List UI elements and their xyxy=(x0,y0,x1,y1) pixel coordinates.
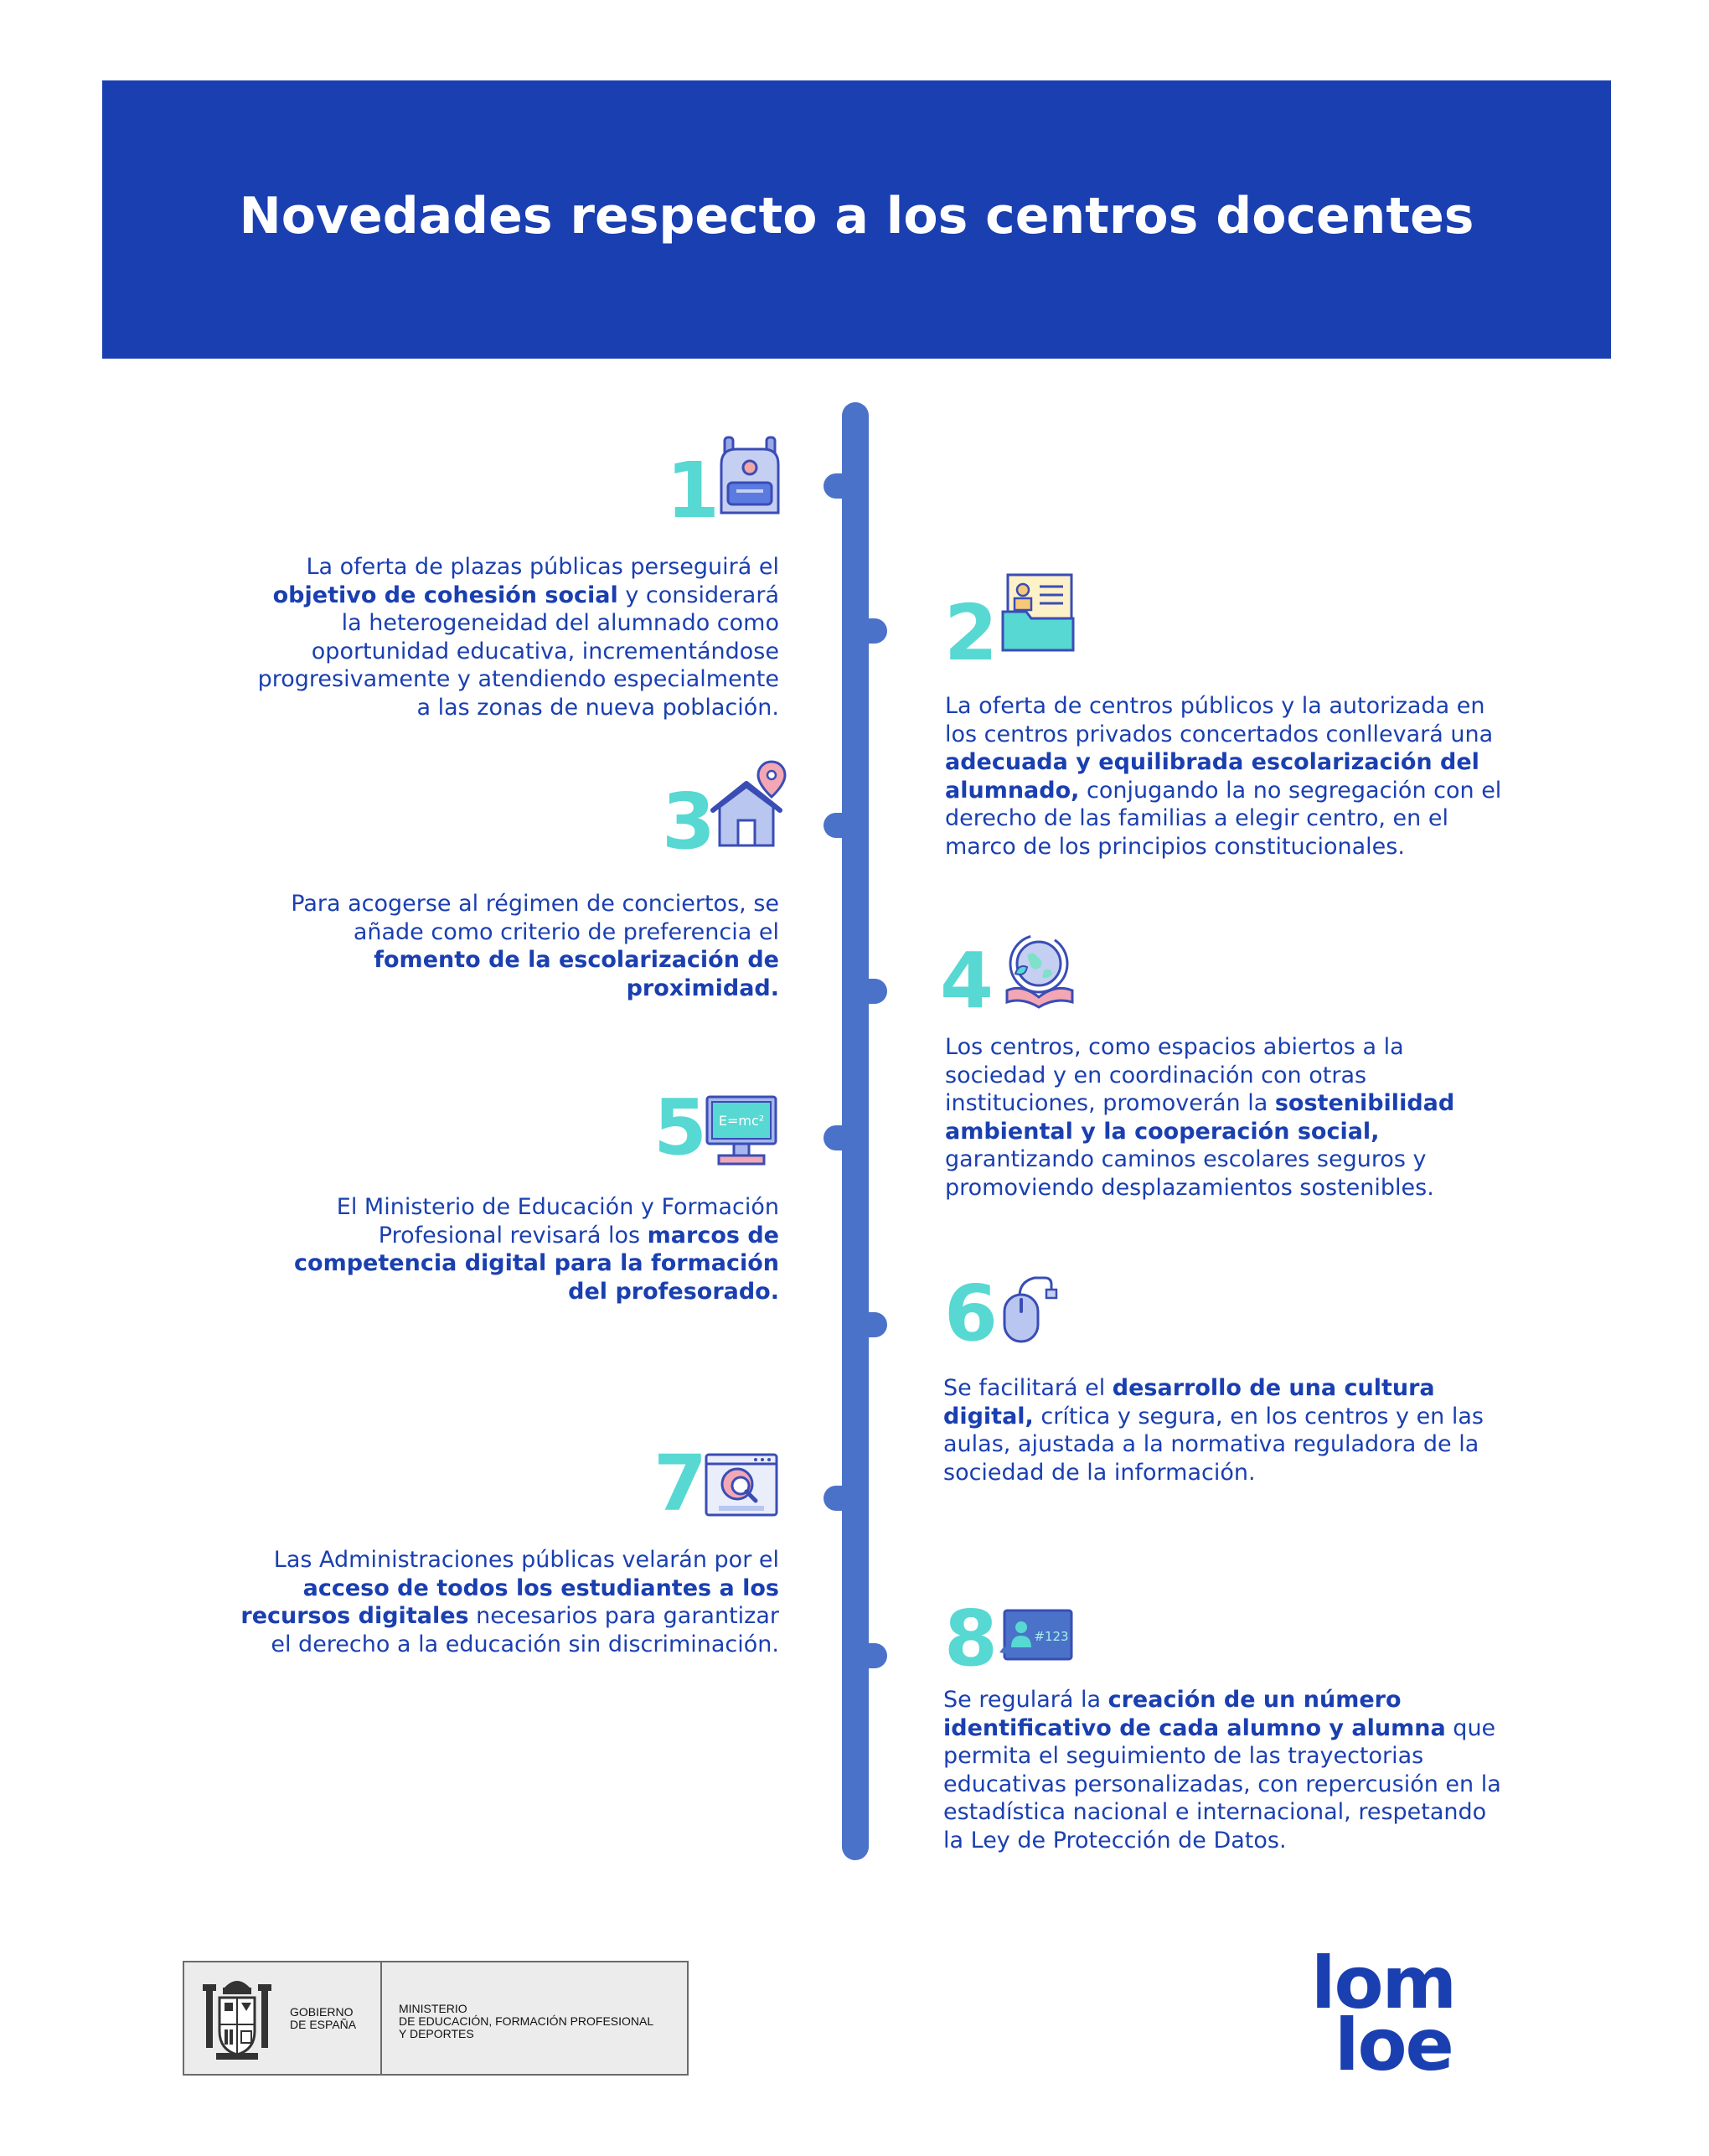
divider xyxy=(380,1962,382,2074)
badge-text: #123 xyxy=(1034,1629,1068,1644)
item-text-segment: Para acogerse al régimen de conciertos, … xyxy=(291,891,779,945)
mouse-icon xyxy=(1001,1261,1060,1347)
timeline-tick xyxy=(842,1643,887,1668)
item-text-segment: Los centros, como espacios abiertos a la… xyxy=(945,1034,1404,1116)
timeline-tick xyxy=(824,813,869,838)
house-location-icon xyxy=(708,758,792,855)
item-text: La oferta de centros públicos y la autor… xyxy=(945,692,1515,861)
government-logo-box: GOBIERNO DE ESPAÑA MINISTERIO DE EDUCACI… xyxy=(183,1961,689,2076)
item-text-highlight: marcos de competencia digital para la fo… xyxy=(294,1222,779,1305)
item-number: 4 xyxy=(940,936,994,1026)
timeline-tick xyxy=(824,1486,869,1511)
item-text-segment: y considerará la heterogeneidad del alum… xyxy=(257,582,779,721)
item-text: Se regulará la creación de un número ide… xyxy=(943,1686,1513,1854)
item-text-segment: garantizando caminos escolares seguros y… xyxy=(945,1146,1434,1201)
item-text: Para acogerse al régimen de conciertos, … xyxy=(251,890,779,1002)
item-text-highlight: acceso de todos los estudiantes a los re… xyxy=(240,1574,779,1630)
item-text: Los centros, como espacios abiertos a la… xyxy=(945,1033,1481,1202)
item-number: 3 xyxy=(662,777,716,866)
item-number: 6 xyxy=(944,1269,999,1358)
item-text-segment: crítica y segura, en los centros y en la… xyxy=(943,1403,1484,1486)
item-text-segment: La oferta de plazas públicas perseguirá … xyxy=(306,554,779,580)
globe-book-icon xyxy=(997,930,1081,1018)
timeline-tick xyxy=(824,1125,869,1150)
header-banner: Novedades respecto a los centros docente… xyxy=(102,80,1611,359)
item-text-segment: La oferta de centros públicos y la autor… xyxy=(945,693,1494,747)
user-id-badge-icon: #123 xyxy=(999,1607,1075,1672)
page-title: Novedades respecto a los centros docente… xyxy=(239,187,1474,246)
item-text-segment: que permita el seguimiento de las trayec… xyxy=(943,1714,1501,1854)
computer-formula-icon: E=mc² xyxy=(704,1094,779,1173)
item-text: Se facilitará el desarrollo de una cultu… xyxy=(943,1374,1530,1486)
item-text-segment: Se facilitará el xyxy=(943,1375,1113,1401)
item-text-highlight: objetivo de cohesión social xyxy=(272,582,618,608)
item-text: Las Administraciones públicas velarán po… xyxy=(235,1546,779,1658)
item-text-highlight: desarrollo de una cultura digital, xyxy=(943,1375,1435,1430)
backpack-icon xyxy=(716,436,783,522)
coat-of-arms-icon xyxy=(203,1972,271,2067)
ministry-label: MINISTERIO DE EDUCACIÓN, FORMACIÓN PROFE… xyxy=(399,2002,654,2040)
item-text-segment: conjugando la no segregación con el dere… xyxy=(945,777,1502,860)
formula-text: E=mc² xyxy=(719,1113,764,1129)
item-text-segment: necesarios para garantizar el derecho a … xyxy=(271,1603,779,1657)
item-number: 2 xyxy=(944,588,999,678)
timeline-tick xyxy=(842,1312,887,1337)
item-text: El Ministerio de Educación y Formación P… xyxy=(251,1193,779,1305)
folder-id-card-icon xyxy=(1001,571,1075,658)
lomloe-logo: lom loe xyxy=(1311,1941,1457,2087)
timeline-tick xyxy=(824,473,869,499)
item-text-highlight: sostenibilidad ambiental y la cooperació… xyxy=(945,1090,1455,1145)
government-label: GOBIERNO DE ESPAÑA xyxy=(290,2005,357,2031)
item-number: 5 xyxy=(653,1083,708,1172)
item-number: 7 xyxy=(653,1439,708,1528)
item-text-highlight: creación de un número identificativo de … xyxy=(943,1687,1446,1741)
timeline-tick xyxy=(842,979,887,1004)
timeline-tick xyxy=(842,618,887,644)
item-text: La oferta de plazas públicas perseguirá … xyxy=(251,553,779,721)
item-text-segment: Se regulará la xyxy=(943,1687,1108,1713)
item-text-highlight: adecuada y equilibrada escolarización de… xyxy=(945,749,1479,804)
item-text-segment: Las Administraciones públicas velarán po… xyxy=(273,1547,779,1573)
item-text-highlight: fomento de la escolarización de proximid… xyxy=(374,947,779,1001)
browser-search-icon xyxy=(704,1452,779,1523)
item-text-segment: El Ministerio de Educación y Formación P… xyxy=(336,1194,779,1249)
item-number: 1 xyxy=(666,446,720,535)
item-number: 8 xyxy=(944,1594,999,1683)
